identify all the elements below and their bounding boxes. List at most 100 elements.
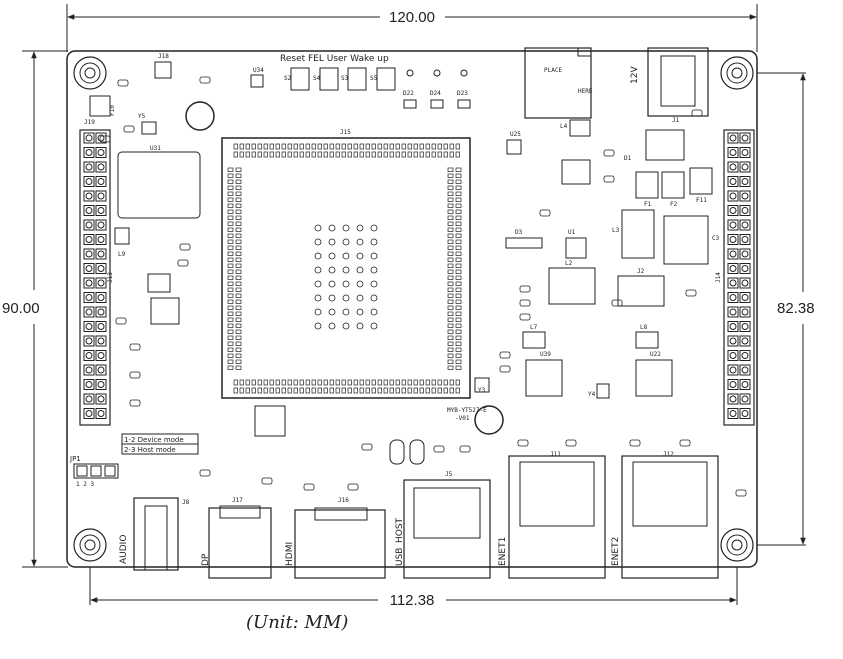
svg-text:J8: J8 (182, 499, 190, 506)
svg-text:L9: L9 (118, 251, 126, 258)
header-pin (95, 379, 107, 390)
header-pin (739, 176, 751, 187)
svg-text:D22: D22 (403, 90, 414, 97)
svg-text:U22: U22 (650, 351, 661, 358)
header-pin (83, 263, 95, 274)
header-pin (739, 379, 751, 390)
audio-jack: J8 AUDIO (119, 497, 190, 571)
svg-text:DP: DP (201, 553, 211, 566)
header-pin (739, 292, 751, 303)
misc-components: D1 F1 F2 F11 L3 C3 L2 J2 U1 U25 D3 L4 U3… (84, 53, 720, 465)
svg-text:U25: U25 (510, 131, 521, 138)
header-pin (83, 379, 95, 390)
header-pin (727, 248, 739, 260)
header-pin (739, 248, 751, 260)
header-pin (83, 248, 95, 260)
fiducial-hole-center (474, 405, 504, 435)
header-pin (727, 321, 739, 332)
svg-text:D3: D3 (515, 229, 523, 236)
header-pin (727, 176, 739, 187)
header-pin (739, 335, 751, 347)
hdmi-connector: J16 HDMI (285, 497, 386, 579)
button-row-label: Reset FEL User Wake up (280, 54, 389, 64)
unit-note: (Unit: MM) (246, 612, 349, 633)
header-pin (95, 205, 107, 216)
header-pin (739, 190, 751, 202)
header-pin (83, 335, 95, 347)
header-pin (739, 364, 751, 376)
mounting-hole-top-left (73, 56, 107, 90)
header-pin (83, 147, 95, 158)
svg-text:L7: L7 (530, 324, 538, 331)
svg-text:S2: S2 (284, 75, 292, 82)
board-outline (66, 50, 758, 568)
mounting-hole-top-right (720, 56, 754, 90)
svg-text:Y4: Y4 (588, 391, 596, 398)
header-pin (95, 393, 107, 405)
led-row: D22 D24 D23 (403, 69, 471, 109)
header-pin (727, 379, 739, 390)
header-pin (739, 161, 751, 173)
svg-text:F10: F10 (109, 105, 116, 116)
header-pin (739, 408, 751, 419)
header-pin (95, 234, 107, 245)
svg-text:D24: D24 (430, 90, 441, 97)
header-pin (83, 176, 95, 187)
header-pin (95, 292, 107, 303)
header-pin (95, 350, 107, 361)
fiducial-hole-top (185, 101, 215, 131)
header-pin (739, 277, 751, 289)
svg-text:J2: J2 (637, 268, 645, 275)
header-pin (727, 292, 739, 303)
mounting-holes (73, 56, 754, 562)
header-pin (95, 176, 107, 187)
dim-height-right: 82.38 (777, 300, 815, 317)
header-pin (83, 234, 95, 245)
svg-text:U1: U1 (568, 229, 576, 236)
header-pin (83, 306, 95, 318)
svg-text:USB_HOST: USB_HOST (395, 517, 405, 566)
header-pin (739, 306, 751, 318)
header-pin (727, 132, 739, 144)
usb-host-connector: J5 USB_HOST (395, 471, 491, 579)
header-pin (95, 277, 107, 289)
header-pin (727, 219, 739, 231)
header-pin (739, 234, 751, 245)
header-pin (83, 350, 95, 361)
header-pin (727, 408, 739, 419)
header-pin (83, 161, 95, 173)
header-pin (727, 306, 739, 318)
header-pin (739, 350, 751, 361)
som-connector-j15: J15 (221, 129, 471, 399)
tf-card-socket: PLACE HERE (524, 47, 593, 119)
header-pin (95, 248, 107, 260)
enet2-connector: J12 ENET2 (611, 451, 719, 579)
header-pin (83, 408, 95, 419)
dim-width-top: 120.00 (389, 9, 435, 26)
mode-table: 1-2 Device mode 2-3 Host mode (121, 433, 199, 455)
svg-text:J15: J15 (340, 129, 351, 136)
header-pin (727, 335, 739, 347)
small-smd-parts (99, 76, 747, 497)
svg-text:S3: S3 (341, 75, 349, 82)
svg-text:S5: S5 (370, 75, 378, 82)
header-pin (727, 364, 739, 376)
header-pin (95, 190, 107, 202)
header-pin (95, 408, 107, 419)
header-j14: J14 (715, 129, 755, 426)
svg-text:F11: F11 (696, 197, 707, 204)
svg-text:J1: J1 (672, 117, 680, 124)
svg-text:L3: L3 (612, 227, 620, 234)
svg-text:Y3: Y3 (478, 387, 486, 394)
header-pin (727, 234, 739, 245)
dimension-lines (22, 4, 806, 605)
svg-text:2-3 Host mode: 2-3 Host mode (124, 446, 176, 454)
svg-text:JP1: JP1 (69, 455, 81, 463)
header-pin (95, 335, 107, 347)
header-pin (95, 219, 107, 231)
svg-text:J14: J14 (715, 272, 722, 283)
dim-width-bottom: 112.38 (390, 592, 435, 609)
svg-text:D1: D1 (624, 155, 632, 162)
svg-text:J16: J16 (338, 497, 349, 504)
